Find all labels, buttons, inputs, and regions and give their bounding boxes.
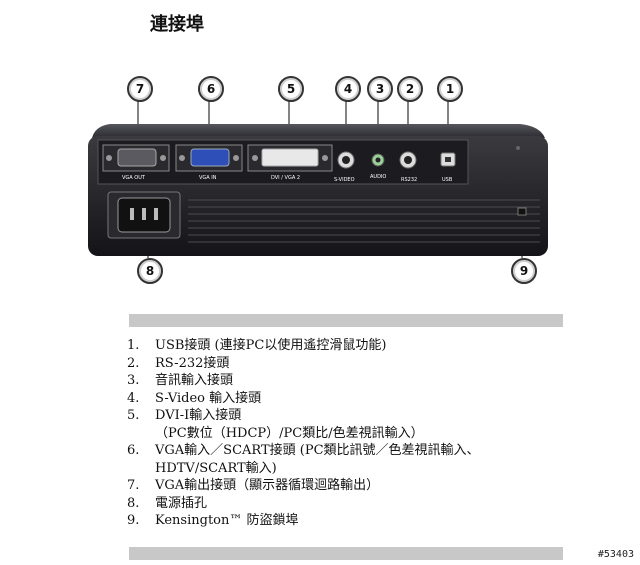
dvi-connector xyxy=(261,148,319,167)
port-label-vga-in: VGA IN xyxy=(199,175,217,181)
callout-8: 8 xyxy=(137,258,163,284)
vga-in-connector xyxy=(190,148,230,167)
projector-top-edge xyxy=(92,124,545,138)
legend-item: 9.Kensington™ 防盜鎖埠 xyxy=(127,513,299,528)
legend-item-continuation: （PC數位（HDCP）/PC類比/色差視訊輸入） xyxy=(155,425,424,441)
port-label-vga-out: VGA OUT xyxy=(122,175,146,181)
port-label-s-video: S-VIDEO xyxy=(334,177,355,183)
kensington-lock-slot xyxy=(517,207,527,216)
legend-item: 6.VGA輸入／SCART接頭 (PC類比訊號／色差視訊輸入、 xyxy=(127,443,480,458)
divider-bar-bottom xyxy=(129,547,563,560)
page-title: 連接埠 xyxy=(150,14,204,35)
legend-item: 2.RS-232接頭 xyxy=(127,355,230,371)
projector-rear-panel-illustration: VGA OUT VGA IN DVI / VGA 2 S-VIDEO AUDIO… xyxy=(88,98,548,258)
legend-item-continuation: HDTV/SCART輸入) xyxy=(155,460,277,476)
port-label-usb: USB xyxy=(442,177,453,183)
callout-5: 5 xyxy=(278,76,304,102)
callout-7: 7 xyxy=(127,76,153,102)
port-label-audio: AUDIO xyxy=(370,174,386,180)
vga-out-connector xyxy=(117,148,157,167)
callout-9: 9 xyxy=(511,258,537,284)
legend-item: 7.VGA輸出接頭（顯示器循環迴路輸出） xyxy=(127,478,380,493)
callout-1: 1 xyxy=(437,76,463,102)
legend-item: 8.電源插孔 xyxy=(127,495,208,511)
callout-2: 2 xyxy=(397,76,423,102)
callout-4: 4 xyxy=(335,76,361,102)
legend-item: 1.USB接頭 (連接PC以使用遙控滑鼠功能) xyxy=(127,338,387,353)
divider-bar-top xyxy=(129,314,563,327)
legend-item: 3.音訊輸入接頭 xyxy=(127,373,234,388)
image-id-stamp: #53403 xyxy=(597,549,634,560)
vent-grille xyxy=(188,199,540,243)
port-label-rs232: RS232 xyxy=(401,177,417,183)
callout-3: 3 xyxy=(367,76,393,102)
legend-item: 5.DVI-I輸入接頭 xyxy=(127,408,242,423)
port-label-dvi: DVI / VGA 2 xyxy=(271,175,300,181)
callout-6: 6 xyxy=(198,76,224,102)
port-legend-list: 1.USB接頭 (連接PC以使用遙控滑鼠功能) 2.RS-232接頭 3.音訊輸… xyxy=(127,337,597,530)
legend-item: 4.S-Video 輸入接頭 xyxy=(127,390,262,406)
